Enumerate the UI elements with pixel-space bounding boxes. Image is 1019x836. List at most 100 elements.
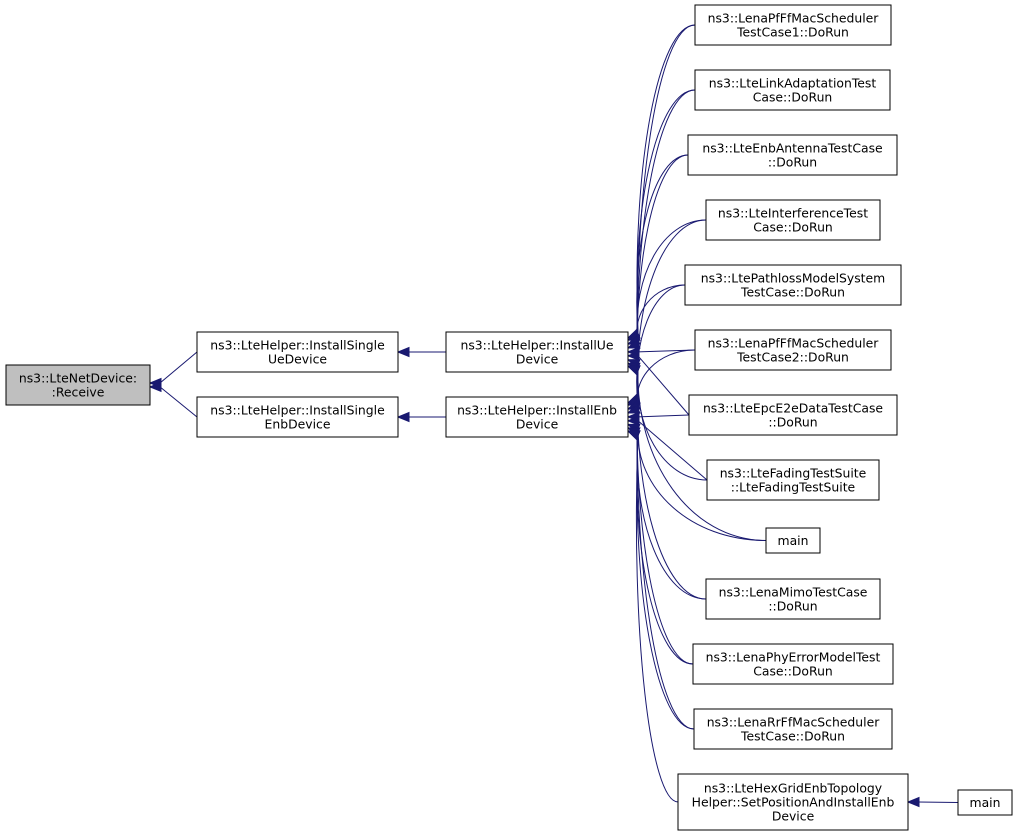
node-hexgrid[interactable]: ns3::LteHexGridEnbTopologyHelper::SetPos… [677,773,909,831]
node-box [688,394,898,436]
node-box [957,789,1013,816]
node-label: ns3::LenaPfFfMacScheduler [708,336,880,351]
edge-rr-to-install-ue [636,369,695,730]
node-box [694,329,892,371]
node-label: ::DoRun [768,599,817,614]
node-label: TestCase2::DoRun [736,350,849,365]
node-label: ns3::LenaMimoTestCase [719,585,868,600]
node-label: ns3::LteHelper::InstallSingle [210,338,384,353]
node-label: Device [516,417,558,432]
node-label: ns3::LenaRrFfMacScheduler [707,715,881,730]
node-label: TestCase::DoRun [740,729,845,744]
node-label: :Receive [52,385,105,400]
edge-pathloss-to-install-enb [636,284,686,406]
node-label: Device [772,809,814,824]
node-pf-tc2[interactable]: ns3::LenaPfFfMacSchedulerTestCase2::DoRu… [694,329,892,371]
node-label: TestCase::DoRun [740,285,845,300]
node-label: Case::DoRun [753,220,833,235]
node-label: ns3::LteInterferenceTest [718,206,868,221]
node-label: TestCase1::DoRun [736,25,849,40]
node-label: ns3::LteEpcE2eDataTestCase [703,401,883,416]
node-box [677,773,909,831]
node-label: Device [516,352,558,367]
node-label: ns3::LteHexGridEnbTopology [704,781,882,796]
node-pathloss[interactable]: ns3::LtePathlossModelSystemTestCase::DoR… [684,264,902,306]
node-mimo[interactable]: ns3::LenaMimoTestCase::DoRun [705,578,881,620]
arrowhead [626,430,641,441]
node-box [5,364,151,406]
node-label: Case::DoRun [753,664,833,679]
edge-main1-to-install-ue [637,367,767,541]
arrowhead [626,403,641,414]
node-box [706,459,880,501]
node-main2[interactable]: main [957,789,1013,816]
node-label: ns3::LteHelper::InstallSingle [210,403,384,418]
node-label: ns3::LenaPhyErrorModelTest [706,650,881,665]
edge-main1-to-install-enb [637,428,767,541]
edge-pf-tc2-to-install-enb [636,349,696,410]
arrowhead [906,796,920,808]
node-label: ::DoRun [768,155,817,170]
edge-fading-to-install-enb [637,420,708,481]
node-label: UeDevice [268,352,327,367]
node-main1[interactable]: main [765,527,821,554]
edge-rr-to-install-enb [636,434,695,730]
node-box [684,264,902,306]
edge-install-single-enb-to-receive [159,386,198,418]
node-label: ns3::LteEnbAntennaTestCase [702,141,882,156]
node-box [694,69,891,111]
edge-layer [148,24,959,808]
node-label: ns3::LenaPfFfMacScheduler [708,11,880,26]
node-layer: ns3::LteNetDevice::Receivens3::LteHelper… [5,4,1013,831]
node-fading[interactable]: ns3::LteFadingTestSuite::LteFadingTestSu… [706,459,880,501]
node-label: ::DoRun [768,415,817,430]
node-box [705,578,881,620]
node-label: ns3::LteNetDevice: [19,371,137,386]
node-label: main [778,533,809,548]
edge-epc-e2e-to-install-enb [637,414,690,418]
node-label: main [970,795,1001,810]
node-box [765,527,821,554]
edge-interference-to-install-enb [636,219,707,402]
node-label: EnbDevice [265,417,331,432]
node-box [196,331,399,373]
node-box [445,396,629,438]
node-label: Helper::SetPositionAndInstallEnb [692,795,895,810]
node-label: ::LteFadingTestSuite [731,480,855,495]
arrowhead [396,411,410,423]
edge-hexgrid-to-install-enb [635,434,679,803]
node-receive[interactable]: ns3::LteNetDevice::Receive [5,364,151,406]
node-box [694,4,892,46]
node-label: ns3::LteLinkAdaptationTest [709,76,877,91]
arrowhead [148,381,162,393]
node-label: ns3::LteFadingTestSuite [720,466,867,481]
arrowhead [396,346,410,358]
node-label: ns3::LteHelper::InstallUe [460,338,613,353]
node-label: Case::DoRun [753,90,833,105]
node-box [705,199,881,241]
node-box [693,708,893,750]
node-box [196,396,399,438]
edge-enb-antenna-to-install-enb [636,154,689,400]
node-label: ns3::LtePathlossModelSystem [701,271,886,286]
node-box [692,643,894,685]
node-epc-e2e[interactable]: ns3::LteEpcE2eDataTestCase::DoRun [688,394,898,436]
node-pf-tc1[interactable]: ns3::LenaPfFfMacSchedulerTestCase1::DoRu… [694,4,892,46]
node-box [687,134,898,176]
edge-pathloss-to-install-ue [636,284,686,345]
edge-link-adapt-to-install-enb [636,89,696,400]
node-enb-antenna[interactable]: ns3::LteEnbAntennaTestCase::DoRun [687,134,898,176]
arrowhead [626,415,640,427]
edge-install-single-ue-to-receive [159,351,198,384]
edge-epc-e2e-to-install-ue [637,355,690,416]
node-box [445,331,629,373]
